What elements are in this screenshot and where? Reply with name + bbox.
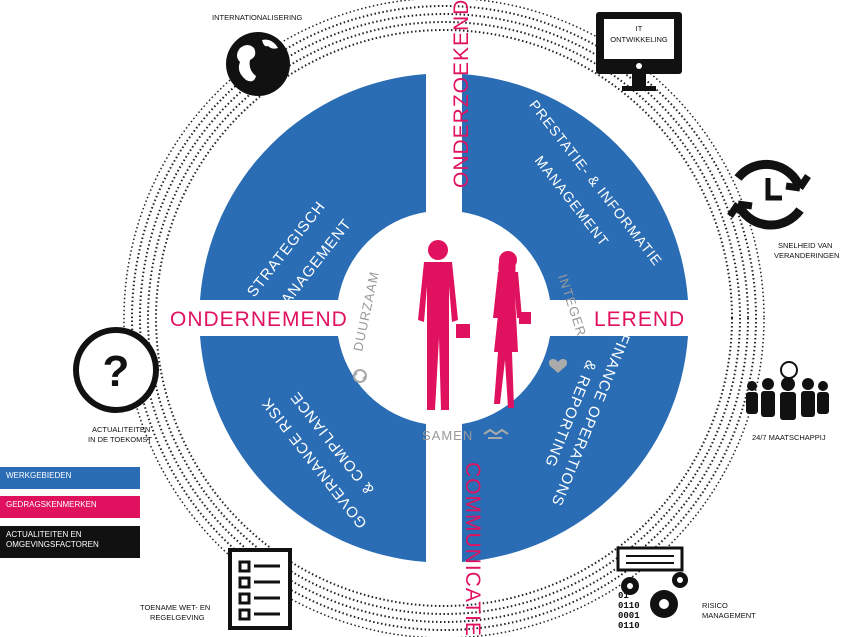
businesswoman-icon [493,251,531,408]
legend-actualiteiten: ACTUALITEITEN EN OMGEVINGSFACTOREN [0,526,140,558]
binary-line-2: 0110 [618,601,640,611]
label-maatschappij: 24/7 MAATSCHAPPIJ [752,433,826,442]
binary-line-4: 0110 [618,621,640,631]
value-left: DUURZAAM [350,270,382,353]
trait-left: ONDERNEMEND [170,308,348,331]
quadrant-bottom-right [462,336,688,562]
checklist-icon [228,548,292,630]
label-it-2: ONTWIKKELING [610,35,668,44]
legend-werkgebieden: WERKGEBIEDEN [0,467,140,489]
legend-gedragskenmerken: GEDRAGSKENMERKEN [0,496,140,518]
label-internationalisering: INTERNATIONALISERING [212,13,302,22]
people-icon [746,361,829,420]
globe-icon [226,32,290,96]
label-actualiteiten-1: ACTUALITEITEN [92,425,150,434]
quadrant-top-right [462,74,688,300]
svg-text:?: ? [103,347,130,396]
label-it-1: IT [636,24,643,33]
value-bottom: SAMEN [422,428,473,443]
quadrant-top-left [200,74,426,300]
businessman-icon [418,240,470,410]
binary-line-3: 0001 [618,611,640,621]
monitor-icon [596,12,682,91]
blue-ring [200,74,688,562]
label-actualiteiten-2: IN DE TOEKOMST [88,435,152,444]
label-risico-1: RISICO [702,601,728,610]
recycle-icon [353,369,367,383]
trait-bottom: COMMUNICATIEF [461,462,484,637]
label-risico-2: MANAGEMENT [702,611,756,620]
question-icon: ? [73,327,159,413]
trait-right: LEREND [594,308,685,331]
quadrant-bottom-left [200,336,426,562]
trait-top: ONDERZOEKEND [450,0,473,188]
legend-actualiteiten-line2: OMGEVINGSFACTOREN [6,540,99,550]
dotted-rings [123,0,765,637]
clock-cycle-icon [727,159,811,230]
label-toename-1: TOENAME WET- EN [140,603,210,612]
binary-line-1: 01 [618,591,629,601]
handshake-icon [483,428,509,439]
label-snelheid-1: SNELHEID VAN [778,241,832,250]
legend-actualiteiten-line1: ACTUALITEITEN EN [6,530,82,539]
gears-document-icon [616,546,688,618]
label-snelheid-2: VERANDERINGEN [774,251,839,260]
heart-icon [548,359,568,373]
label-toename-2: REGELGEVING [150,613,205,622]
